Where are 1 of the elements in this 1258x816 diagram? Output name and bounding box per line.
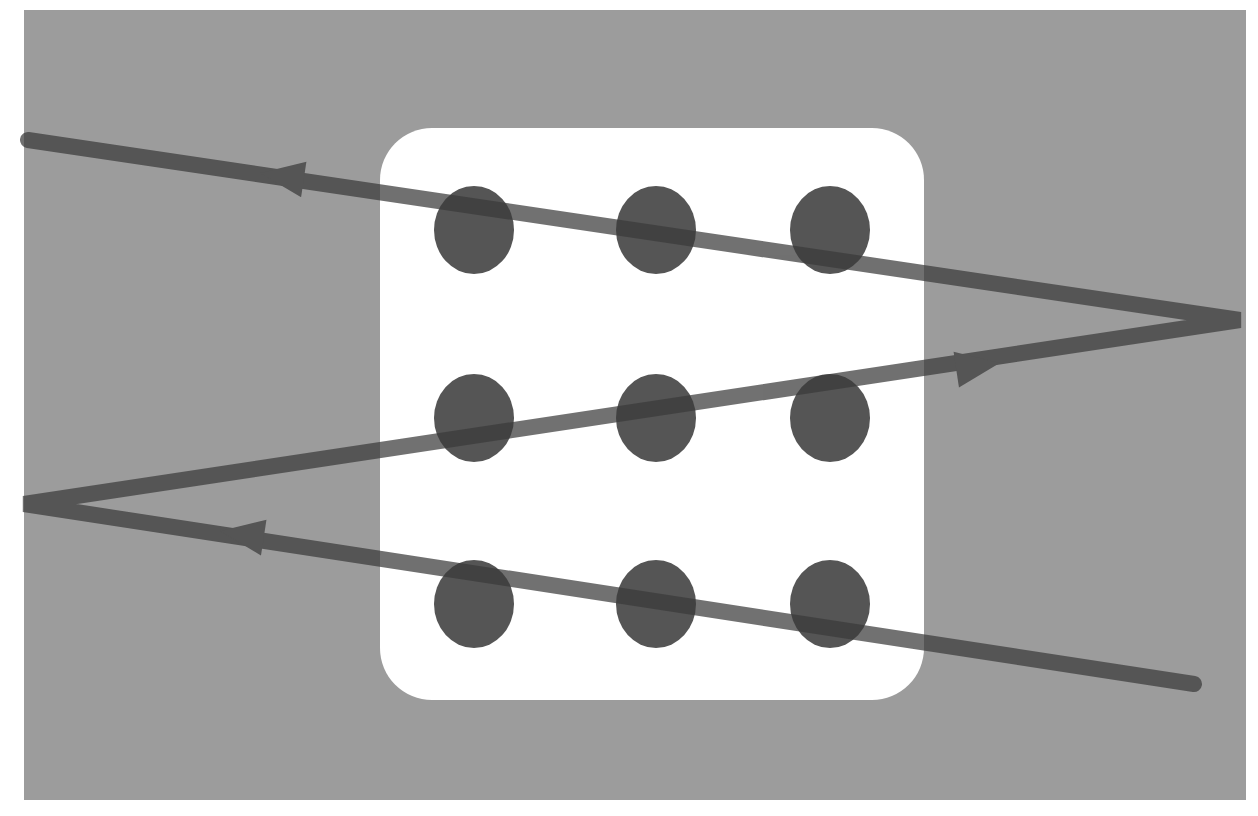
square-panel	[380, 128, 924, 700]
